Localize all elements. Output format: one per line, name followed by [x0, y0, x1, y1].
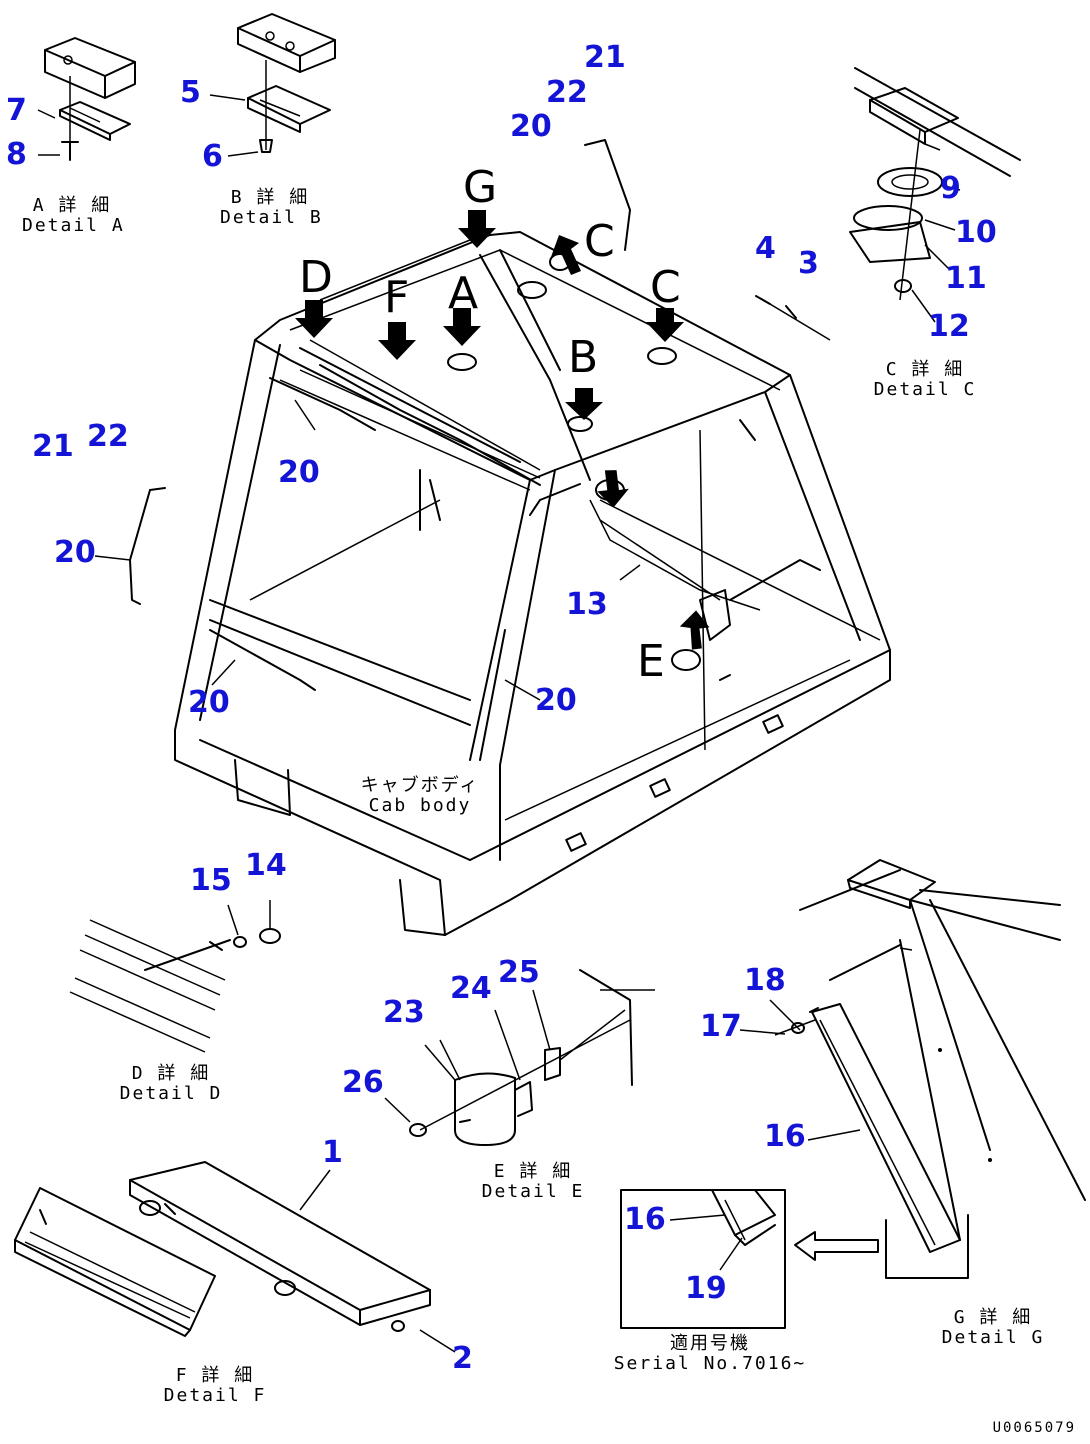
detail-b-en: Detail B: [220, 207, 323, 228]
part-number-15: 15: [190, 863, 232, 898]
serial-inset-drawing: [620, 1189, 786, 1329]
detail-e-en: Detail E: [481, 1181, 585, 1202]
detail-d-en: Detail D: [119, 1083, 223, 1104]
part-number-22-top: 22: [546, 75, 588, 110]
view-letter-a: A: [448, 268, 479, 319]
part-number-23: 23: [383, 995, 425, 1030]
part-number-24: 24: [450, 971, 492, 1006]
detail-c-jp: C 詳 細: [885, 359, 965, 380]
view-letter-e: E: [637, 636, 665, 687]
part-number-20-roof: 20: [278, 455, 320, 490]
part-number-20-top: 20: [510, 109, 552, 144]
detail-f-drawing: [14, 1161, 431, 1337]
serial-en: Serial No.7016~: [613, 1353, 807, 1374]
part-number-25: 25: [498, 955, 540, 990]
part-number-14: 14: [245, 848, 287, 883]
detail-c-caption: C 詳 細 Detail C: [870, 360, 980, 400]
part-number-16-inset: 16: [624, 1202, 666, 1237]
detail-g-en: Detail G: [941, 1327, 1045, 1348]
detail-c-en: Detail C: [873, 379, 977, 400]
part-number-7: 7: [6, 93, 27, 128]
part-number-21-left: 21: [32, 429, 74, 464]
detail-a-drawing: [44, 37, 136, 161]
part-number-9: 9: [940, 171, 961, 206]
part-number-10: 10: [955, 215, 997, 250]
detail-a-caption: A 詳 細 Detail A: [22, 195, 125, 236]
detail-e-jp: E 詳 細: [493, 1161, 573, 1182]
detail-g-jp: G 詳 細: [953, 1307, 1033, 1328]
view-letter-g: G: [463, 162, 498, 213]
serial-caption: 適用号機 Serial No.7016~: [610, 1334, 810, 1374]
part-number-18: 18: [744, 963, 786, 998]
view-letter-d: D: [299, 252, 333, 303]
part-number-17: 17: [700, 1009, 742, 1044]
leader-lines: [37, 94, 961, 1353]
part-number-12: 12: [928, 309, 970, 344]
part-number-13: 13: [566, 587, 608, 622]
cab-body-drawing: [129, 139, 891, 936]
detail-a-jp: A 詳 細: [32, 195, 112, 216]
part-number-21-top: 21: [584, 40, 626, 75]
drawing-code: U0065079: [992, 1420, 1076, 1436]
detail-c-drawing: [755, 67, 1021, 341]
view-letter-c-top: C: [584, 216, 615, 267]
detail-e-caption: E 詳 細 Detail E: [478, 1162, 588, 1202]
cab-body-caption: キャブボディ Cab body: [360, 776, 480, 816]
detail-f-en: Detail F: [163, 1385, 267, 1406]
detail-g-drawing: [774, 859, 1086, 1279]
view-arrows: [295, 210, 710, 650]
detail-b-jp: B 詳 細: [230, 187, 310, 208]
view-letter-b: B: [568, 332, 599, 383]
view-letter-c: C: [650, 262, 681, 313]
detail-f-jp: F 詳 細: [175, 1365, 255, 1386]
part-number-20-pillar: 20: [535, 683, 577, 718]
cab-body-jp: キャブボディ: [360, 775, 480, 796]
part-number-4: 4: [755, 231, 776, 266]
detail-e-drawing: [409, 969, 655, 1146]
detail-f-caption: F 詳 細 Detail F: [160, 1366, 270, 1406]
part-number-16: 16: [764, 1119, 806, 1154]
part-number-11: 11: [945, 261, 987, 296]
detail-b-drawing: [237, 13, 336, 153]
part-number-3: 3: [798, 246, 819, 281]
view-letter-f: F: [384, 272, 410, 323]
part-number-1: 1: [322, 1135, 343, 1170]
part-number-20-left: 20: [54, 535, 96, 570]
detail-a-en: Detail A: [22, 215, 125, 236]
part-number-2: 2: [452, 1341, 473, 1376]
part-number-6: 6: [202, 139, 223, 174]
part-number-5: 5: [180, 75, 201, 110]
part-number-20-front: 20: [188, 685, 230, 720]
part-number-19: 19: [685, 1271, 727, 1306]
cab-body-en: Cab body: [368, 795, 472, 816]
serial-jp: 適用号機: [670, 1333, 750, 1354]
part-number-22-left: 22: [87, 419, 129, 454]
part-number-8: 8: [6, 137, 27, 172]
detail-b-caption: B 詳 細 Detail B: [220, 187, 323, 228]
detail-d-caption: D 詳 細 Detail D: [116, 1064, 226, 1104]
part-number-26: 26: [342, 1065, 384, 1100]
detail-d-jp: D 詳 細: [131, 1063, 211, 1084]
detail-d-drawing: [69, 900, 281, 1053]
detail-g-caption: G 詳 細 Detail G: [938, 1308, 1048, 1348]
